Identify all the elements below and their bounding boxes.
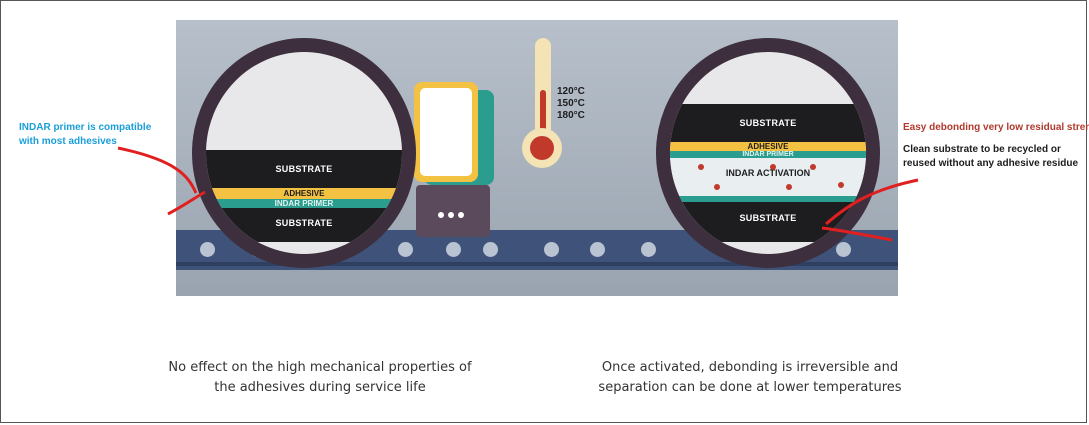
activation-particle bbox=[810, 164, 816, 170]
right-adhesive-layer: ADHESIVE bbox=[670, 142, 866, 151]
right-caption: Once activated, debonding is irreversibl… bbox=[580, 358, 920, 398]
conveyor-roller bbox=[483, 242, 498, 257]
left-lens: SUBSTRATE ADHESIVE INDAR PRIMER SUBSTRAT… bbox=[192, 38, 416, 268]
right-substrate-top: SUBSTRATE bbox=[670, 104, 866, 142]
right-note-title: Easy debonding very low residual strengt… bbox=[903, 122, 1089, 133]
conveyor-roller bbox=[398, 242, 413, 257]
conveyor-roller bbox=[200, 242, 215, 257]
heater-indicator-dot bbox=[448, 212, 454, 218]
conveyor-roller bbox=[446, 242, 461, 257]
right-primer-layer: INDAR PRIMER bbox=[670, 151, 866, 158]
conveyor-roller bbox=[641, 242, 656, 257]
temp-label: 120°C bbox=[557, 86, 585, 97]
temp-label: 180°C bbox=[557, 110, 585, 121]
activation-particle bbox=[786, 184, 792, 190]
left-arrow-lower bbox=[167, 190, 206, 216]
heater-screen bbox=[420, 88, 472, 176]
left-caption-line2: the adhesives during service life bbox=[214, 380, 426, 395]
activation-particle bbox=[838, 182, 844, 188]
heater-base bbox=[416, 185, 490, 237]
activation-particle bbox=[714, 184, 720, 190]
right-primer-residue bbox=[670, 196, 866, 202]
right-caption-line2: separation can be done at lower temperat… bbox=[598, 380, 902, 395]
left-primer-layer: INDAR PRIMER bbox=[206, 199, 402, 208]
activation-particle bbox=[770, 164, 776, 170]
left-caption: No effect on the high mechanical propert… bbox=[150, 358, 490, 398]
conveyor-roller bbox=[544, 242, 559, 257]
thermometer-bulb-fill bbox=[530, 136, 554, 160]
heater-indicator-dot bbox=[458, 212, 464, 218]
left-lens-view: SUBSTRATE ADHESIVE INDAR PRIMER SUBSTRAT… bbox=[206, 52, 402, 254]
right-arrow-lower bbox=[821, 226, 893, 242]
temp-label: 150°C bbox=[557, 98, 585, 109]
left-caption-line1: No effect on the high mechanical propert… bbox=[168, 360, 472, 375]
activation-particle bbox=[698, 164, 704, 170]
left-note: INDAR primer is compatible with most adh… bbox=[19, 122, 152, 147]
right-lens-view: SUBSTRATE ADHESIVE INDAR PRIMER INDAR AC… bbox=[670, 52, 866, 254]
left-substrate-bottom: SUBSTRATE bbox=[206, 208, 402, 242]
heater-indicator-dot bbox=[438, 212, 444, 218]
right-arrow-upper bbox=[825, 178, 919, 226]
left-arrow-upper bbox=[117, 146, 198, 194]
conveyor-stripe bbox=[176, 262, 898, 266]
right-note-body: Clean substrate to be recycled or reused… bbox=[903, 144, 1079, 169]
conveyor-roller bbox=[590, 242, 605, 257]
conveyor-roller bbox=[836, 242, 851, 257]
right-substrate-bottom: SUBSTRATE bbox=[670, 202, 866, 242]
thermometer-mercury bbox=[540, 90, 546, 144]
left-adhesive-layer: ADHESIVE bbox=[206, 188, 402, 199]
right-caption-line1: Once activated, debonding is irreversibl… bbox=[601, 360, 899, 375]
left-substrate-top: SUBSTRATE bbox=[206, 150, 402, 188]
